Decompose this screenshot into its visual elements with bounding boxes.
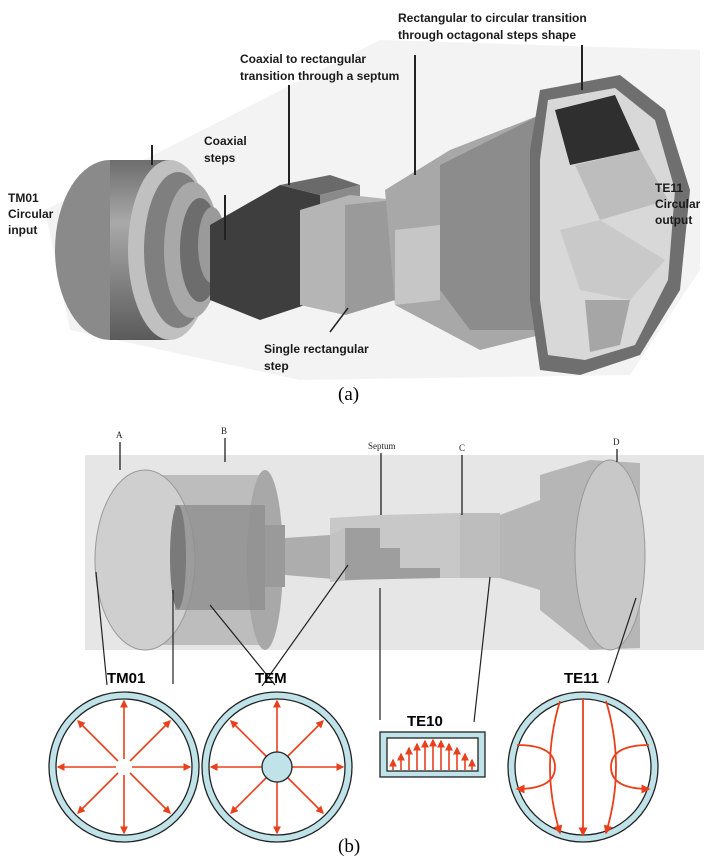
label-coax-to-rect: Coaxial to rectangular transition throug… xyxy=(240,52,399,83)
svg-text:Circular: Circular xyxy=(655,197,701,211)
point-label-b: B xyxy=(221,426,227,436)
label-coaxial-steps: Coaxial steps xyxy=(204,134,247,165)
svg-text:Circular: Circular xyxy=(8,207,54,221)
tm01-mode-diagram xyxy=(48,691,200,843)
svg-text:Coaxial to rectangular: Coaxial to rectangular xyxy=(240,52,366,66)
svg-text:transition through a septum: transition through a septum xyxy=(240,69,399,83)
point-label-d: D xyxy=(613,437,620,447)
point-label-c: C xyxy=(459,443,465,453)
te10-label: TE10 xyxy=(407,713,443,730)
point-label-septum: Septum xyxy=(368,441,396,451)
caption-b: (b) xyxy=(338,836,360,857)
svg-text:Coaxial: Coaxial xyxy=(204,134,247,148)
svg-text:steps: steps xyxy=(204,151,236,165)
label-single-rect-step: Single rectangular step xyxy=(264,342,369,373)
te10-mode-diagram xyxy=(379,731,486,778)
svg-text:TE11: TE11 xyxy=(655,181,683,195)
point-label-a: A xyxy=(116,430,123,440)
panel-b-transparent-model xyxy=(85,455,704,651)
tem-label: TEM xyxy=(255,670,287,687)
svg-text:through octagonal steps shape: through octagonal steps shape xyxy=(398,28,576,42)
svg-text:TM01: TM01 xyxy=(8,191,39,205)
svg-text:step: step xyxy=(264,359,289,373)
svg-text:output: output xyxy=(655,213,692,227)
label-te11-output: TE11 Circular output xyxy=(655,181,701,227)
svg-text:Single rectangular: Single rectangular xyxy=(264,342,369,356)
point-leaders xyxy=(119,438,618,515)
te11-mode-diagram xyxy=(507,691,659,843)
label-tm01-input: TM01 Circular input xyxy=(8,191,54,237)
svg-text:input: input xyxy=(8,223,37,237)
label-rect-to-circ: Rectangular to circular transition throu… xyxy=(398,11,587,42)
mode-leaders xyxy=(95,564,637,723)
svg-text:Rectangular to circular transi: Rectangular to circular transition xyxy=(398,11,587,25)
tm01-label: TM01 xyxy=(107,670,145,687)
caption-a: (a) xyxy=(338,384,359,405)
te11-label: TE11 xyxy=(564,670,599,687)
panel-a-3d-model xyxy=(45,40,700,380)
tem-mode-diagram xyxy=(201,691,353,843)
